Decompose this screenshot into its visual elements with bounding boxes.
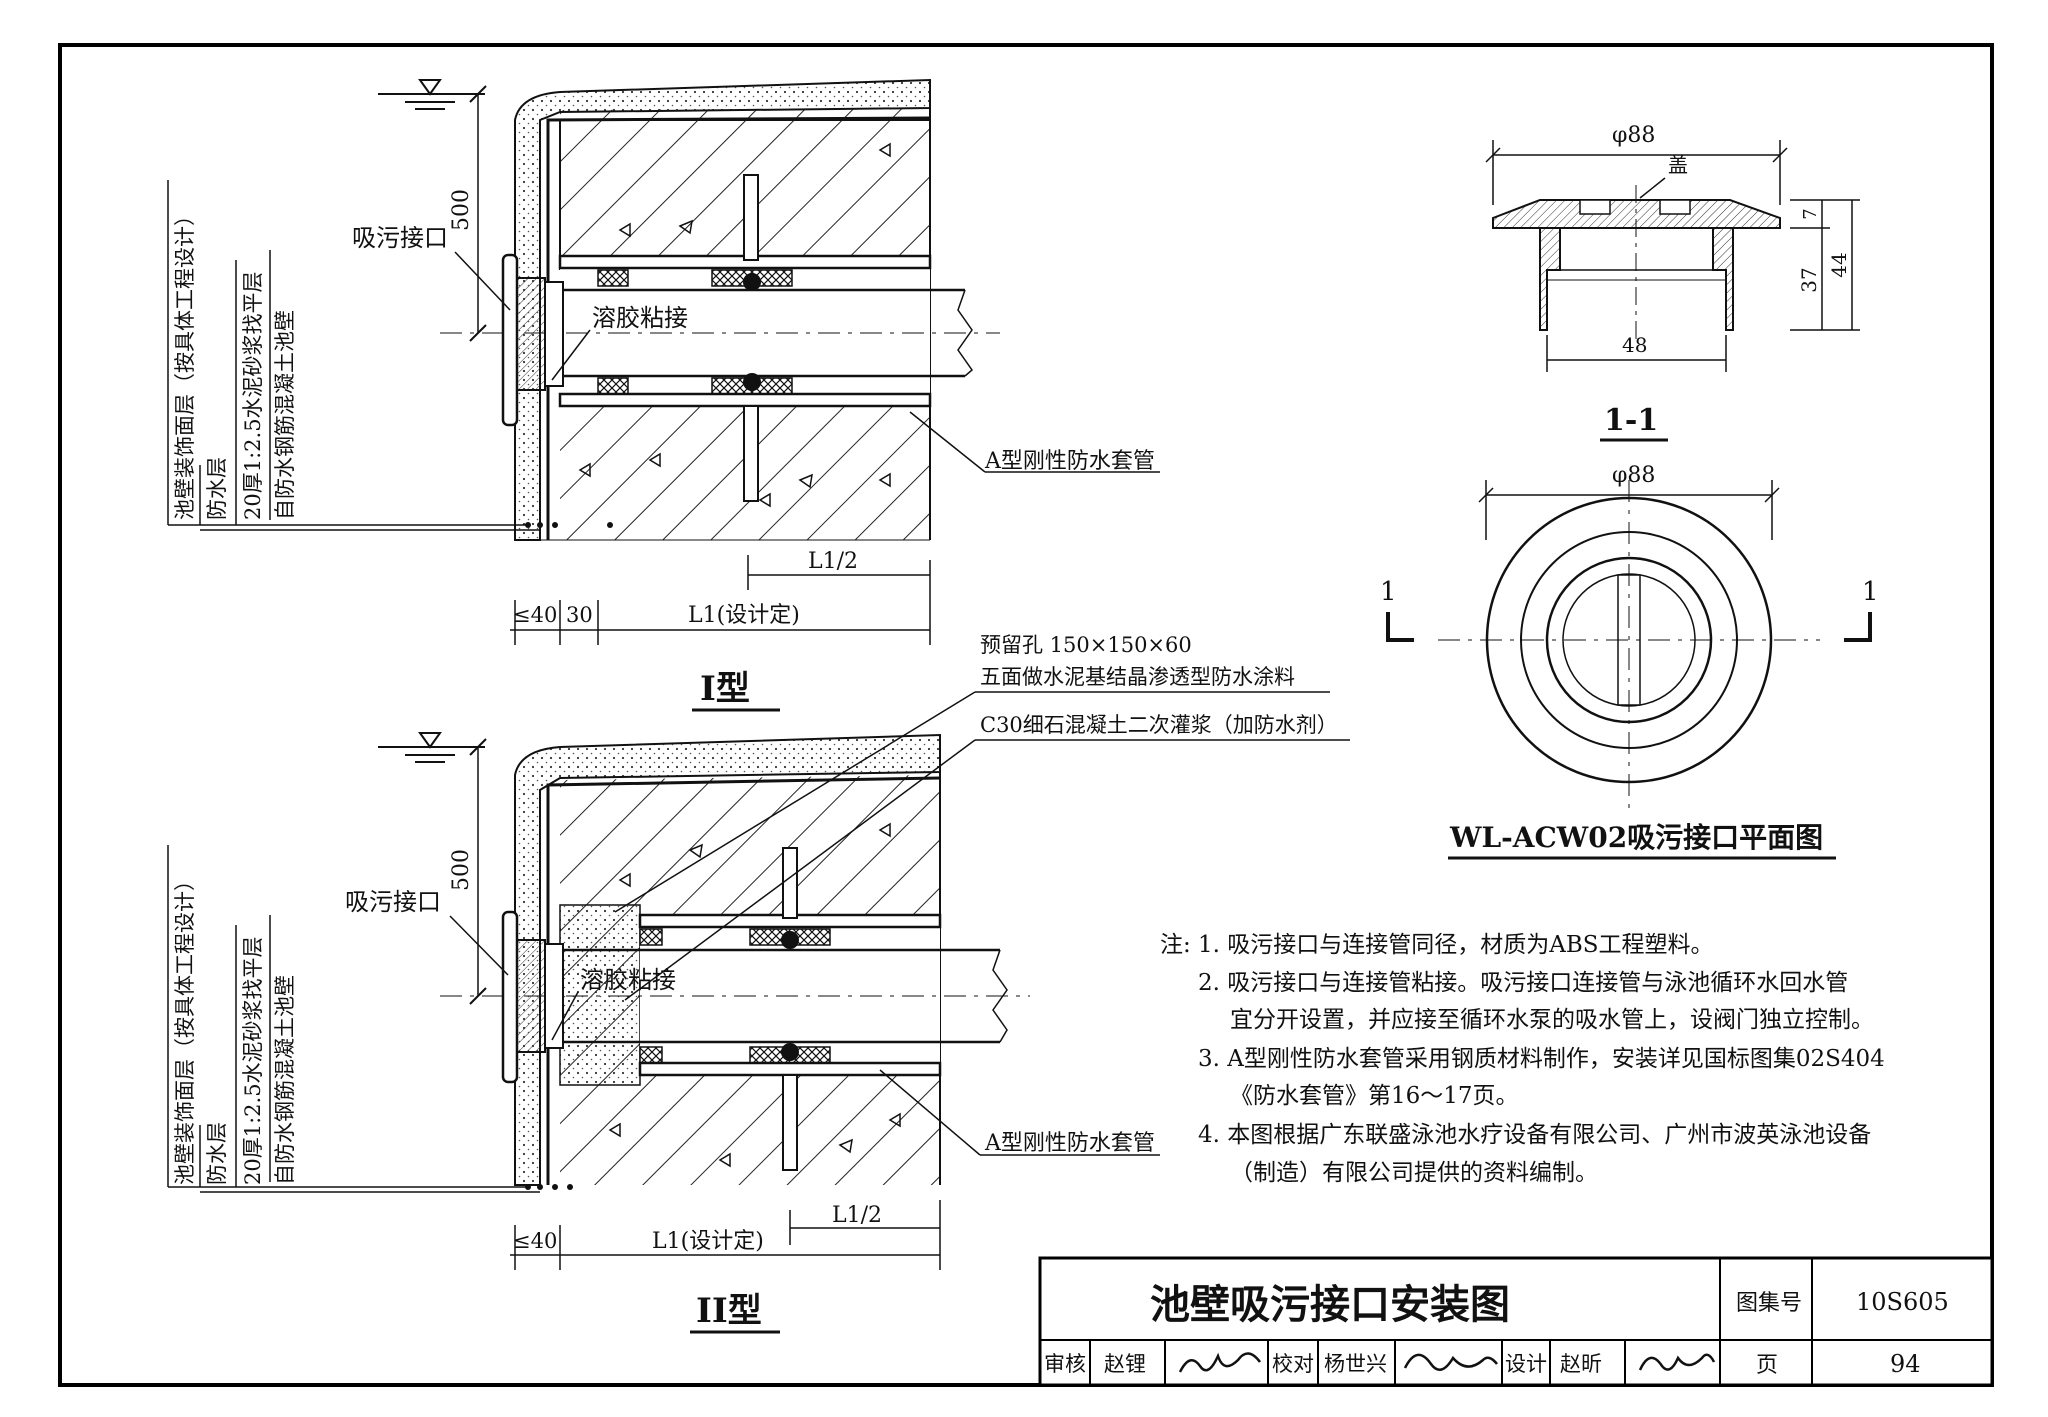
type2-coating: 五面做水泥基结晶渗透型防水涂料 (980, 665, 1295, 689)
note-2-cont: 宜分开设置，并应接至循环水泵的吸水管上，设阀门独立控制。 (1230, 1007, 1874, 1033)
type1-dim-40: ≤40 (513, 603, 557, 627)
note-4-cont: （制造）有限公司提供的资料编制。 (1230, 1160, 1598, 1186)
drawing-title: 池壁吸污接口安装图 (1150, 1281, 1510, 1328)
section-dim-7: 7 (1800, 208, 1821, 219)
type2-inlet-label: 吸污接口 (345, 888, 441, 916)
atlas-number: 10S605 (1856, 1288, 1949, 1316)
notes-label: 注: (1160, 932, 1191, 958)
section-title: 1-1 (1604, 403, 1658, 438)
plan-cut-right: 1 (1862, 577, 1879, 607)
reviewer-name: 赵锂 (1104, 1352, 1146, 1376)
type1-layer-finish: 池壁装饰面层（按具体工程设计） (173, 205, 197, 520)
type2-layer-finish: 池壁装饰面层（按具体工程设计） (173, 870, 197, 1185)
note-3-cont: 《防水套管》第16～17页。 (1230, 1083, 1519, 1109)
type1-glue-label: 溶胶粘接 (592, 304, 688, 332)
type2-sleeve-label: A型刚性防水套管 (984, 1131, 1155, 1156)
type2-glue-label: 溶胶粘接 (580, 966, 676, 994)
type1-layer-wall: 自防水钢筋混凝土池壁 (273, 310, 297, 520)
type2-layer-wall: 自防水钢筋混凝土池壁 (273, 975, 297, 1185)
designer-signature (1638, 1353, 1716, 1371)
page-number: 94 (1890, 1350, 1921, 1378)
section-dim-37: 37 (1797, 267, 1821, 292)
type2-reserved-hole: 预留孔 150×150×60 (980, 633, 1192, 657)
note-4: 4. 本图根据广东联盛泳池水疗设备有限公司、广州市波英泳池设备 (1198, 1122, 1871, 1148)
type2-caption: II型 (696, 1291, 762, 1331)
type2-layer-waterproof: 防水层 (205, 1122, 229, 1185)
type1-layer-waterproof: 防水层 (205, 457, 229, 520)
checker-signature (1403, 1353, 1498, 1371)
type1-dim-30: 30 (566, 603, 593, 627)
section-dim-48: 48 (1622, 333, 1647, 357)
type2-dim-l1-half: L1/2 (832, 1203, 882, 1228)
type1-inlet-label: 吸污接口 (352, 224, 448, 252)
type2-layer-mortar: 20厚1:2.5水泥砂浆找平层 (241, 936, 265, 1185)
check-label: 校对 (1272, 1352, 1314, 1376)
type1-dim-l1: L1(设计定) (688, 603, 800, 628)
atlas-label: 图集号 (1736, 1291, 1802, 1316)
section-1-1: φ88 盖 7 37 44 48 1-1 (1485, 123, 1860, 442)
section-phi-top: φ88 (1612, 123, 1655, 148)
plan-cut-left: 1 (1380, 577, 1397, 607)
plan-title: WL-ACW02吸污接口平面图 (1449, 821, 1823, 854)
review-label: 审核 (1044, 1352, 1086, 1376)
notes: 注: 1. 吸污接口与连接管同径，材质为ABS工程塑料。 2. 吸污接口与连接管… (1160, 932, 1885, 1186)
design-label: 设计 (1505, 1352, 1547, 1376)
section-dim-44: 44 (1827, 252, 1851, 277)
type2-dim-40: ≤40 (513, 1229, 557, 1253)
plan-view: φ88 1 1 WL-ACW02吸污接口平面图 (1380, 463, 1879, 860)
type1-layer-mortar: 20厚1:2.5水泥砂浆找平层 (241, 271, 265, 520)
type2-section: 500 吸污接口 溶胶粘接 A型刚性防水套管 预留孔 150×150×60 五面… (167, 633, 1350, 1334)
sheet-border (58, 43, 1994, 1387)
title-block: 池壁吸污接口安装图 图集号 10S605 页 94 审核 赵锂 校对 杨世兴 设… (1038, 1256, 1994, 1387)
note-3: 3. A型刚性防水套管采用钢质材料制作，安装详见国标图集02S404 (1198, 1046, 1885, 1072)
type1-caption: I型 (700, 669, 750, 709)
note-1: 1. 吸污接口与连接管同径，材质为ABS工程塑料。 (1198, 932, 1714, 958)
checker-name: 杨世兴 (1324, 1352, 1387, 1376)
reviewer-signature (1178, 1352, 1261, 1373)
type1-section: 500 吸污接口 溶胶粘接 A型刚性防水套管 池壁装饰面层（按具体工程设计） 防… (167, 78, 1160, 712)
page-label: 页 (1756, 1353, 1778, 1378)
type2-dim-500: 500 (449, 849, 474, 891)
type2-dim-l1: L1(设计定) (652, 1229, 764, 1254)
type1-dim-l1-half: L1/2 (808, 549, 858, 574)
designer-name: 赵昕 (1560, 1352, 1602, 1376)
section-cover-label: 盖 (1668, 153, 1688, 177)
type1-sleeve-label: A型刚性防水套管 (984, 449, 1155, 474)
type2-grout: C30细石混凝土二次灌浆（加防水剂） (980, 713, 1338, 737)
type1-dim-500: 500 (449, 189, 474, 231)
plan-phi: φ88 (1612, 463, 1655, 488)
note-2: 2. 吸污接口与连接管粘接。吸污接口连接管与泳池循环水回水管 (1198, 970, 1848, 996)
